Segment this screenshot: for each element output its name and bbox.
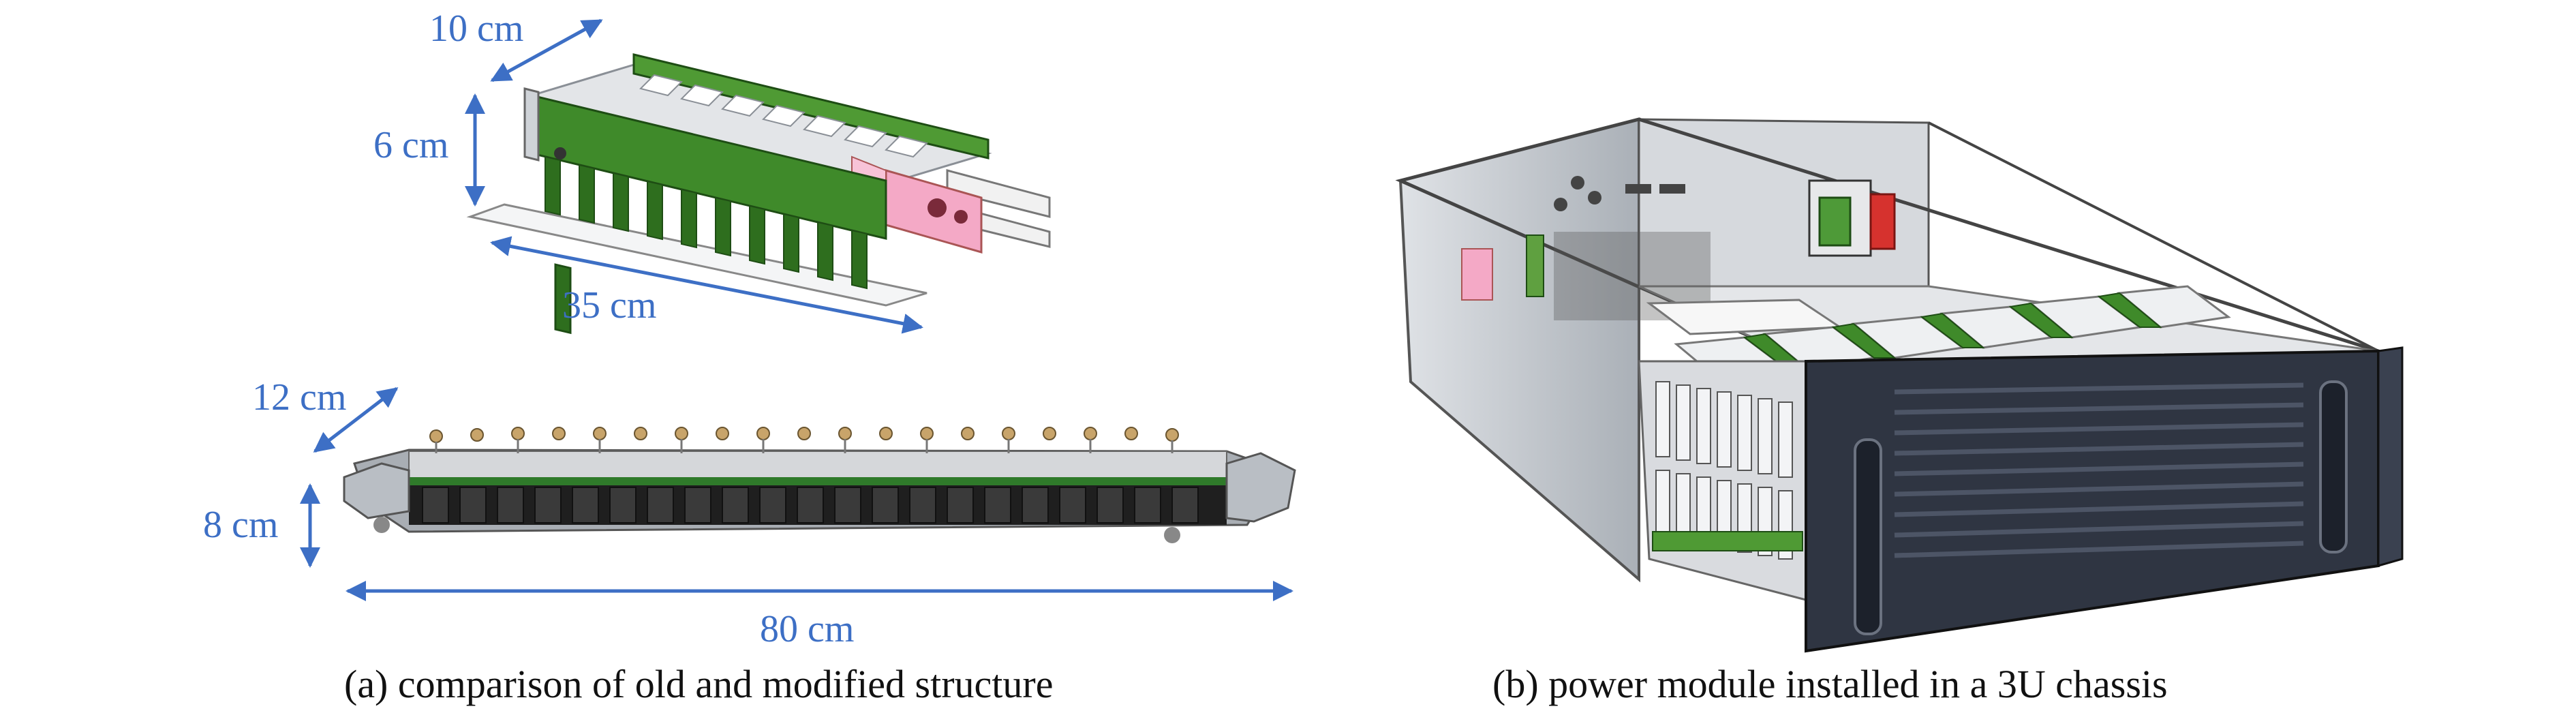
depth-label-modified: 10 cm — [429, 7, 524, 50]
caption-panel-b: (b) power module installed in a 3U chass… — [1492, 662, 2168, 706]
depth-arrow-modified — [490, 18, 603, 82]
old-structure-photo — [343, 427, 1296, 543]
length-label-old: 80 cm — [760, 608, 855, 650]
chassis-render — [1395, 117, 2404, 653]
height-label-old: 8 cm — [203, 504, 279, 546]
caption-panel-a: (a) comparison of old and modified struc… — [344, 662, 1054, 706]
length-arrow-modified — [490, 236, 923, 334]
length-label-modified: 35 cm — [562, 284, 657, 327]
depth-label-old: 12 cm — [252, 376, 347, 419]
height-label-modified: 6 cm — [373, 124, 449, 166]
modified-structure-render — [466, 53, 1051, 335]
depth-arrow-old — [313, 387, 399, 453]
